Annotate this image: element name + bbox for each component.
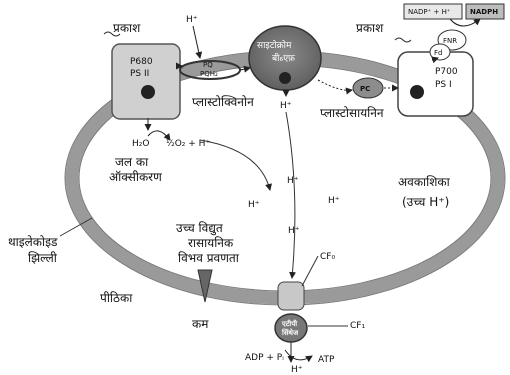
- photosystem-2-box: [112, 44, 180, 119]
- gradient-label-2: रासायनिक: [188, 236, 234, 250]
- h-plus-lumen-2: H⁺: [328, 196, 340, 206]
- ps2-reaction-center: [141, 85, 155, 99]
- ps1-label-1: P700: [435, 67, 458, 77]
- light-ray-right: [395, 38, 411, 42]
- cytochrome-label-1: साइटोक्रोम: [257, 39, 292, 51]
- light-label-left: प्रकाश: [113, 21, 141, 35]
- ps2-label-2: PS II: [130, 69, 149, 79]
- stroma-label: पीठिका: [100, 291, 133, 305]
- low-label: कम: [192, 317, 209, 331]
- atp-label: ATP: [318, 355, 335, 365]
- plastocyanin-label: प्लास्टोसायनिन: [320, 106, 384, 120]
- h-plus-cyt-lumen: H⁺: [280, 101, 292, 111]
- ps1-label-2: PS I: [435, 80, 452, 90]
- h-plus-top-arrow: [193, 26, 200, 58]
- nadp-label: NADP⁺ + H⁺: [408, 8, 451, 16]
- gradient-label-1: उच्च विद्युत: [176, 221, 224, 236]
- adp-to-atp-arrow: [285, 350, 312, 360]
- cf1-label: CF₁: [350, 321, 365, 331]
- o2-to-lumen-line: [200, 140, 270, 190]
- nadp-to-nadph-arrow: [450, 19, 480, 26]
- electron-path-cyt-to-pc: [318, 80, 352, 90]
- plastoquinone-label: प्लास्टोक्विनोन: [192, 95, 254, 109]
- ps1-reaction-center: [410, 85, 424, 99]
- water-oxidation-label-1: जल का: [115, 155, 149, 169]
- nadph-label: NADPH: [470, 8, 498, 16]
- pc-label: PC: [360, 85, 370, 93]
- water-label: H₂O: [132, 139, 149, 149]
- proton-flow-line: [286, 112, 295, 278]
- h-plus-lumen-4: H⁺: [288, 226, 300, 236]
- h-plus-lumen-3: H⁺: [248, 200, 260, 210]
- pqh2-label: PQH₂: [200, 70, 218, 78]
- light-label-right: प्रकाश: [356, 21, 384, 35]
- membrane-label-2: झिल्ली: [28, 251, 58, 265]
- electron-path-pq-to-cyt: [240, 68, 250, 70]
- fd-label: Fd: [434, 49, 442, 57]
- lumen-label-2: (उच्च H⁺): [402, 195, 449, 209]
- cytochrome-center: [279, 72, 291, 84]
- water-oxidation-label-2: ऑक्सीकरण: [109, 170, 162, 184]
- cf0-channel: [278, 282, 304, 310]
- membrane-label-1: थाइलेकोइड: [8, 235, 58, 249]
- fnr-label: FNR: [443, 37, 457, 45]
- cytochrome-label-2: बी₆एफ़: [272, 52, 296, 64]
- gradient-label-3: विभव प्रवणता: [178, 251, 240, 265]
- cf1-head: [275, 314, 307, 342]
- h-plus-top: H⁺: [186, 15, 198, 25]
- atp-synthase-label-1: एटीपी: [281, 319, 298, 328]
- lumen-label-1: अवकाशिका: [398, 175, 451, 189]
- cf0-pointer: [302, 256, 318, 286]
- cf0-label: CF₀: [320, 252, 335, 262]
- h-plus-stroma: H⁺: [291, 365, 303, 375]
- atp-synthase-label-2: सिंथेज: [281, 328, 299, 337]
- pq-label: PQ: [203, 61, 213, 69]
- adp-label: ADP + Pᵢ: [245, 353, 284, 363]
- h-plus-lumen-1: H⁺: [287, 176, 299, 186]
- ps2-label-1: P680: [130, 57, 153, 67]
